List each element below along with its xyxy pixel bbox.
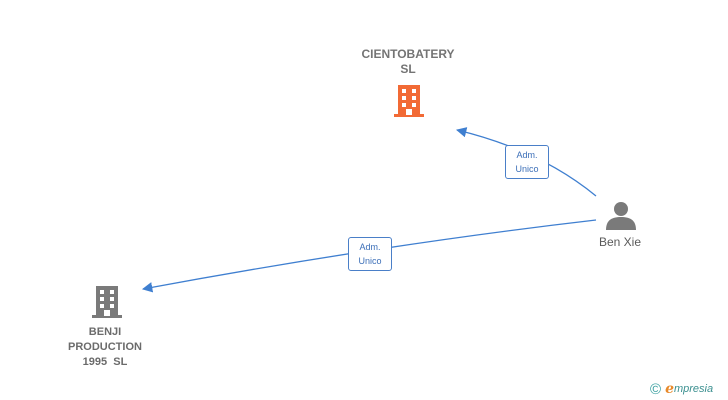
company-name-line: PRODUCTION xyxy=(68,341,142,353)
person-name: Ben Xie xyxy=(598,235,642,249)
building-icon[interactable] xyxy=(394,85,424,117)
person-icon[interactable] xyxy=(606,202,636,230)
brand-watermark: © e mpresia xyxy=(650,379,713,399)
brand-name: mpresia xyxy=(673,383,714,395)
edge-role-line: Adm. xyxy=(359,242,381,252)
edge-label-role: Adm. Unico xyxy=(505,145,549,179)
edge-role-line: Unico xyxy=(358,256,382,266)
edge-role-line: Adm. xyxy=(516,150,538,160)
company-label-benji[interactable]: BENJI PRODUCTION 1995 SL xyxy=(45,325,165,370)
company-name-line: BENJI xyxy=(88,326,122,338)
company-name-line: SL xyxy=(400,62,416,76)
person-label[interactable]: Ben Xie xyxy=(578,235,662,250)
company-name-line: CIENTOBATERY xyxy=(361,47,455,61)
edge-label-role: Adm. Unico xyxy=(348,237,392,271)
company-label-cientobatery[interactable]: CIENTOBATERY SL xyxy=(330,47,486,77)
edge-role-line: Unico xyxy=(515,164,539,174)
copyright-icon: © xyxy=(650,380,662,398)
company-name-line: 1995 SL xyxy=(82,356,128,368)
building-icon[interactable] xyxy=(92,286,122,318)
brand-logo-initial: e xyxy=(665,381,674,397)
